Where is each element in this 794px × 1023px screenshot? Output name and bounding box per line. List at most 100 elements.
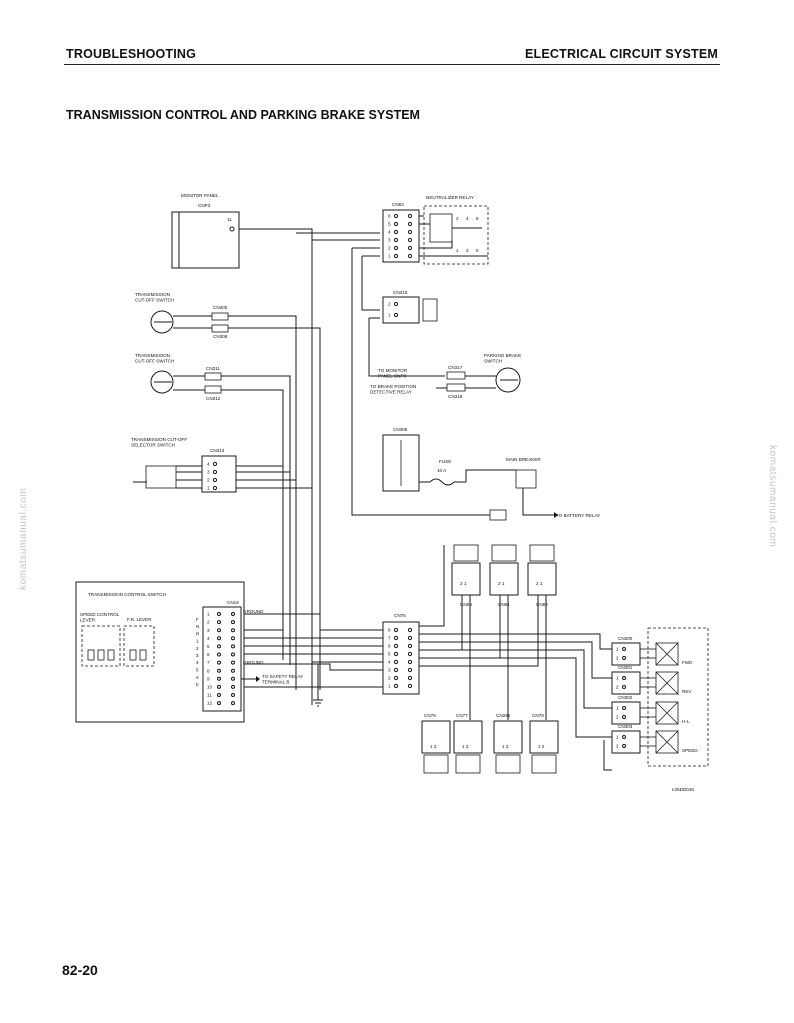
top-conn-2-label: CN81 xyxy=(498,602,510,607)
components xyxy=(75,205,709,774)
top-conn-3-label: CN82 xyxy=(536,602,548,607)
solenoid-conn-3-pin-2 xyxy=(622,715,626,719)
wire-tcs2-trunk-b xyxy=(221,389,284,660)
monitor-pin-label: 11 xyxy=(227,217,232,222)
main-breaker-body xyxy=(515,469,537,489)
solenoid-group-box xyxy=(647,627,709,767)
cn75-pin-7 xyxy=(393,635,399,641)
monitor-pin-terminal xyxy=(229,226,235,232)
fr-lever-contact-2 xyxy=(139,649,147,661)
parking-brake-label-line-2: SWITCH xyxy=(484,359,502,364)
cn18-pin-3-mate xyxy=(231,628,235,633)
bottom-conn-1-pins: 1 2 xyxy=(430,744,437,749)
neutralizer-relay-label: NEUTRALIZER RELAY xyxy=(426,195,474,200)
cn63-pin-5-label: 5 xyxy=(388,222,391,227)
solenoid-conn-4-pin-2 xyxy=(622,744,626,748)
cn18-pin-12-mate xyxy=(231,701,235,706)
cn75-pin-1-label: 1 xyxy=(388,684,391,689)
cn18-label: CN18 xyxy=(227,600,239,605)
cn316-pin-1-label: 1 xyxy=(388,313,391,318)
cn18-mark-5-label: 2 xyxy=(196,646,199,651)
cn63-pin-6-label: 6 xyxy=(388,214,391,219)
cn313-pin-4-label: 4 xyxy=(207,462,210,467)
bottom-conn-1-label: CN76 xyxy=(424,713,436,718)
speed-lever-label-line-2: LEVER xyxy=(80,618,96,623)
cn18-pin-1-label: 1 xyxy=(207,612,210,617)
cn75-pin-1 xyxy=(393,683,399,689)
solenoid-conn-3-pin-1 xyxy=(622,706,626,710)
cn18-pin-1 xyxy=(217,612,221,616)
cn308-small-label: CN308 xyxy=(213,334,228,339)
cn318-label: CN318 xyxy=(448,394,463,399)
cn75-pin-4 xyxy=(393,659,399,665)
top-conn-1-label: CN6S xyxy=(460,602,472,607)
relay-pin-1-label: 1 xyxy=(456,248,459,253)
tc-switch-2-label-line-2: CUT-OFF SWITCH xyxy=(135,359,174,364)
solenoid-conn-3-pin-1-label: 1 xyxy=(616,706,619,711)
cn18-pin-6-mate xyxy=(231,652,235,657)
solenoid-conn-4-block xyxy=(611,730,641,754)
cn63-pin-2-label: 2 xyxy=(388,246,391,251)
main-breaker-label: MAIN BREAKER xyxy=(506,457,541,462)
solenoid-1-x2 xyxy=(655,642,679,666)
cn63-pin-5-mate xyxy=(407,221,413,227)
solenoid-conn-2-block xyxy=(611,671,641,695)
cn18-pin-11-label: 11 xyxy=(207,693,212,698)
cn75-pin-6 xyxy=(393,643,399,649)
top-diode-2 xyxy=(491,544,517,562)
cn313-pin-4 xyxy=(212,461,218,467)
solenoid-conn-4-pin-1 xyxy=(622,735,626,739)
cn313-pin-2-label: 2 xyxy=(207,478,210,483)
solenoid-conn-2-label: CN301 xyxy=(618,665,633,670)
bottom-conn-2-body xyxy=(453,720,483,754)
wire-monitor-trunk xyxy=(234,228,313,705)
monitor-panel-body xyxy=(178,211,240,269)
cn75-pin-3-mate xyxy=(407,667,413,673)
tc-selector-body xyxy=(145,465,177,489)
cn18-pin-4-mate xyxy=(231,636,235,641)
cn18-mark-2-label: N xyxy=(196,624,199,629)
cn18-pin-8-mate xyxy=(231,668,235,673)
cn317-plug xyxy=(446,371,466,380)
cn18-pin-7-mate xyxy=(231,660,235,665)
solenoid-1-body xyxy=(655,642,679,666)
bottom-conn-3-body xyxy=(493,720,523,754)
cn75-pin-5-label: 5 xyxy=(388,652,391,657)
solenoid-conn-1-block xyxy=(611,642,641,666)
bottom-conn-4-label: CN79 xyxy=(532,713,544,718)
monitor-panel-conn-label: CNP3 xyxy=(198,203,211,208)
cn63-pin-3-label: 3 xyxy=(388,238,391,243)
cn18-pin-9-label: 9 xyxy=(207,676,210,681)
solenoid-conn-2-pin-2 xyxy=(622,685,626,689)
bottom-conn-4-pins: 1 2 xyxy=(538,744,545,749)
cn318-plug xyxy=(446,383,466,392)
cn75-pin-3 xyxy=(393,667,399,673)
to-battery-relay-label: TO BATTERY RELAY xyxy=(556,513,600,518)
cn75-block xyxy=(382,621,420,695)
cn18-pin-3 xyxy=(217,628,221,633)
cn316-block xyxy=(382,296,420,324)
fuse-label: FUSE xyxy=(439,459,451,464)
header-right: ELECTRICAL CIRCUIT SYSTEM xyxy=(525,47,718,61)
cn306-label: CN306 xyxy=(393,427,408,432)
cn18-pin-2 xyxy=(217,620,221,625)
cn300-plug xyxy=(211,312,229,321)
cn300-label: CN300 xyxy=(213,305,228,310)
wire-cn75-top-feed xyxy=(419,545,445,627)
cn18-pin-12 xyxy=(217,701,221,706)
cn313-block xyxy=(201,455,237,493)
fuse-symbol xyxy=(429,478,455,486)
solenoid-conn-1-pin-1-label: 1 xyxy=(616,647,619,652)
cn18-mark-3-label: R xyxy=(196,631,200,636)
wire-cn75-sol-1 xyxy=(419,633,612,650)
bottom-conn-2-label: CN77 xyxy=(456,713,468,718)
relay-pin-4-label: 4 xyxy=(466,216,469,221)
tc-selector-label-line-2: SELECTOR SWITCH xyxy=(131,443,175,448)
parking-brake-label-line-1: PARKING BRAKE xyxy=(484,353,521,358)
cn18-pin-7-label: 7 xyxy=(207,660,210,665)
wire-cn18-3 xyxy=(241,629,383,639)
to-monitor-label-line-2: PANEL CNP3 xyxy=(378,374,407,379)
cn75-pin-5 xyxy=(393,651,399,657)
to-monitor-label-line-1: TO MONITOR xyxy=(378,368,408,373)
cn316-diode xyxy=(422,298,438,322)
